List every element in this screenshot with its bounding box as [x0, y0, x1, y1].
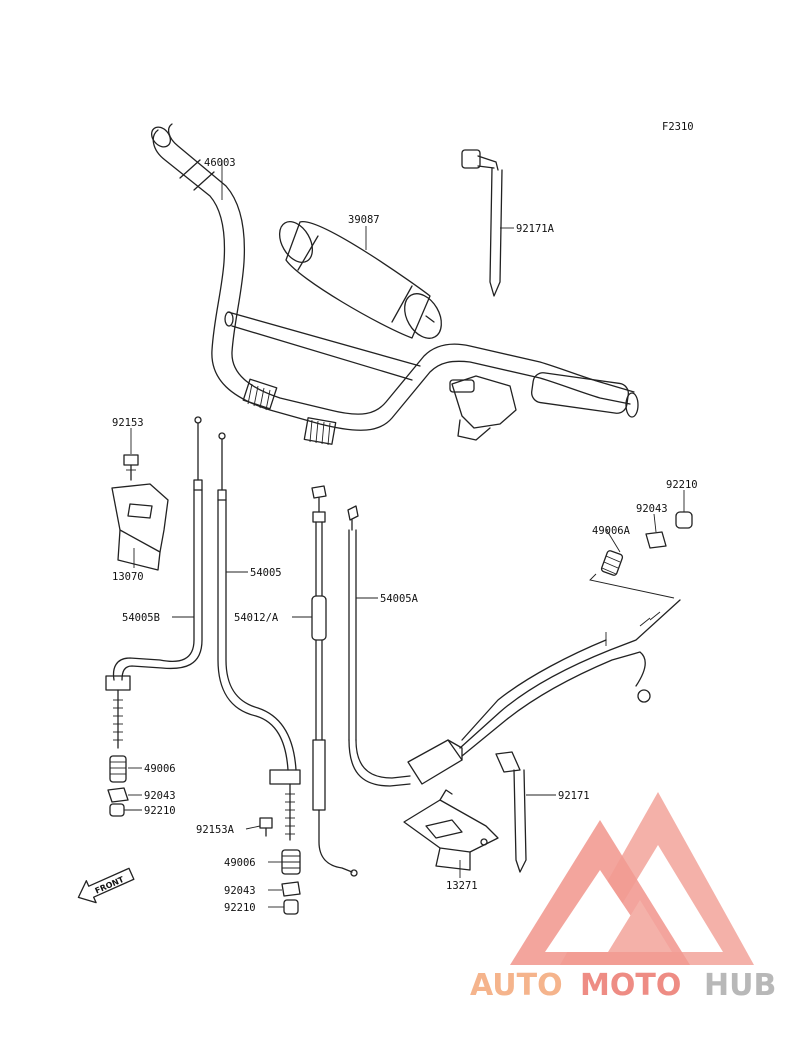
bolt-92153A: [259, 817, 273, 837]
callout-92043-left: 92043: [144, 790, 176, 802]
callout-92210-top: 92210: [666, 479, 698, 491]
cable-54005A: [347, 505, 681, 787]
cable-54005: [217, 432, 301, 841]
watermark-part2: MOTO: [580, 968, 681, 1003]
nut-92210-top: [675, 511, 693, 529]
callout-92153A: 92153A: [196, 824, 235, 836]
callout-92171: 92171: [558, 790, 590, 802]
bracket-13271: [403, 789, 499, 871]
adjuster-49006A: [589, 550, 675, 599]
callout-39087: 39087: [348, 214, 380, 226]
callout-92210-left: 92210: [144, 805, 176, 817]
callout-13271: 13271: [446, 880, 478, 892]
band-92171A: [461, 149, 503, 297]
callout-49006-mid: 49006: [224, 857, 256, 869]
front-direction-arrow: FRONT: [77, 867, 135, 904]
watermark-text: AUTO MOTO HUB: [470, 968, 776, 1003]
callout-46003: 46003: [204, 157, 236, 169]
callout-92043-mid: 92043: [224, 885, 256, 897]
callout-92153: 92153: [112, 417, 144, 429]
pad-39087: [278, 221, 442, 339]
callout-54012A: 54012/A: [234, 612, 279, 624]
figure-code: F2310: [662, 121, 694, 133]
watermark-part3: HUB: [704, 968, 776, 1003]
callout-92210-mid: 92210: [224, 902, 256, 914]
callout-54005B: 54005B: [122, 612, 160, 624]
nut-92210-left: [109, 803, 125, 817]
adjuster-49006-mid: [281, 849, 301, 875]
callout-54005: 54005: [250, 567, 282, 579]
callout-13070: 13070: [112, 571, 144, 583]
bolt-92153: [123, 454, 139, 481]
handlebar-46003: [150, 123, 639, 446]
callout-92043-top: 92043: [636, 503, 668, 515]
watermark-part1: AUTO: [470, 968, 563, 1003]
pin-92043-mid: [281, 881, 301, 897]
callout-49006-left: 49006: [144, 763, 176, 775]
callout-49006A: 49006A: [592, 525, 631, 537]
bracket-13070: [111, 483, 169, 571]
band-92171: [495, 751, 527, 873]
pin-92043-left: [107, 787, 129, 803]
callout-54005A: 54005A: [380, 593, 419, 605]
nut-92210-mid: [283, 899, 299, 915]
cable-54012A: [311, 485, 358, 877]
cable-54005B: [105, 416, 203, 749]
adjuster-49006-left: [109, 755, 127, 783]
pin-92043-top: [645, 531, 667, 549]
callout-92171A: 92171A: [516, 223, 555, 235]
watermark-logo: [510, 792, 754, 965]
